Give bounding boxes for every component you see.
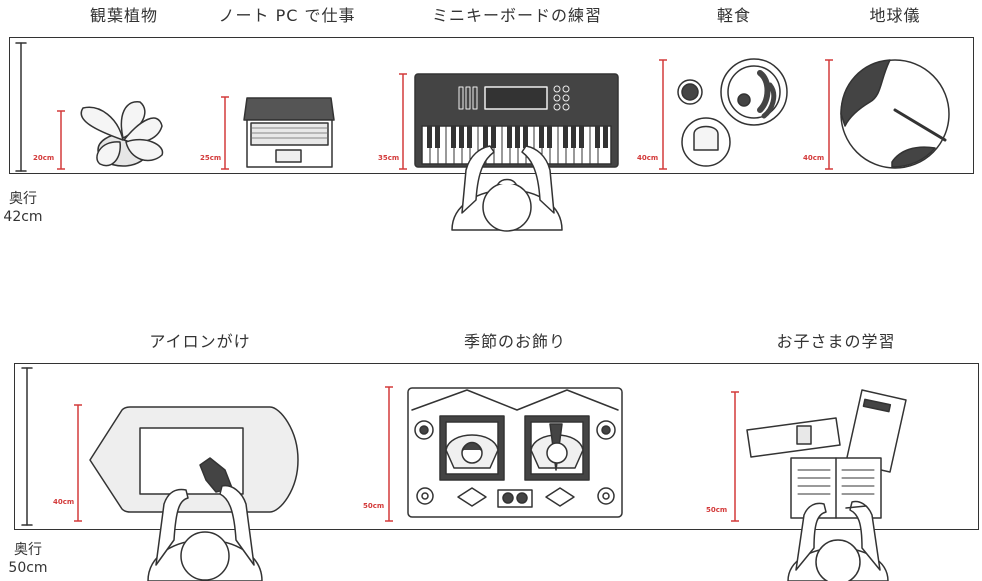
- depth-label-bottom-text: 奥行: [14, 542, 42, 558]
- person-ironing-icon: [147, 484, 263, 581]
- person-keyboard-icon: [451, 145, 563, 232]
- measure-lines: [57, 59, 833, 522]
- snack-icon: [677, 58, 788, 167]
- size-study: 50cm: [706, 506, 728, 514]
- measure-study: [731, 391, 739, 522]
- depth-value-bottom: 50cm: [8, 560, 48, 576]
- size-plant: 20cm: [33, 154, 55, 162]
- title-laptop-work: ノート PC で仕事: [218, 6, 356, 25]
- depth-arrow-top: [15, 42, 27, 172]
- depth-arrow-bottom: [21, 367, 33, 526]
- keyboard-icon: [414, 73, 619, 168]
- ironing-board-icon: [89, 406, 299, 513]
- depth-label-bottom: 奥行 50cm: [5, 541, 51, 577]
- title-plant: 観葉植物: [89, 6, 159, 25]
- size-snack: 40cm: [637, 154, 659, 162]
- measure-decor: [385, 386, 393, 522]
- laptop-icon: [243, 97, 335, 168]
- size-laptop: 25cm: [200, 154, 222, 162]
- size-globe: 40cm: [803, 154, 825, 162]
- title-snack: 軽食: [716, 6, 752, 25]
- measure-plant: [57, 110, 65, 170]
- measure-snack: [659, 59, 667, 170]
- size-decor: 50cm: [363, 502, 385, 510]
- person-study-icon: [787, 500, 889, 581]
- study-books-icon: [746, 389, 907, 519]
- size-keyboard: 35cm: [378, 154, 400, 162]
- size-ironing: 40cm: [53, 498, 75, 506]
- measure-laptop: [221, 96, 229, 170]
- measure-keyboard: [399, 73, 407, 170]
- measure-ironing: [74, 404, 82, 522]
- depth-value-top: 42cm: [3, 209, 43, 225]
- title-keyboard-practice: ミニキーボードの練習: [431, 6, 603, 25]
- depth-label-top: 奥行 42cm: [0, 190, 46, 226]
- title-seasonal-decor: 季節のお飾り: [463, 332, 567, 351]
- title-child-study: お子さまの学習: [776, 332, 896, 351]
- title-globe: 地球儀: [869, 6, 921, 25]
- depth-label-top-text: 奥行: [9, 191, 37, 207]
- title-ironing: アイロンがけ: [149, 332, 251, 351]
- plant-icon: [80, 101, 164, 167]
- globe-icon: [840, 59, 950, 169]
- measure-globe: [825, 59, 833, 170]
- seasonal-decor-icon: [407, 387, 623, 518]
